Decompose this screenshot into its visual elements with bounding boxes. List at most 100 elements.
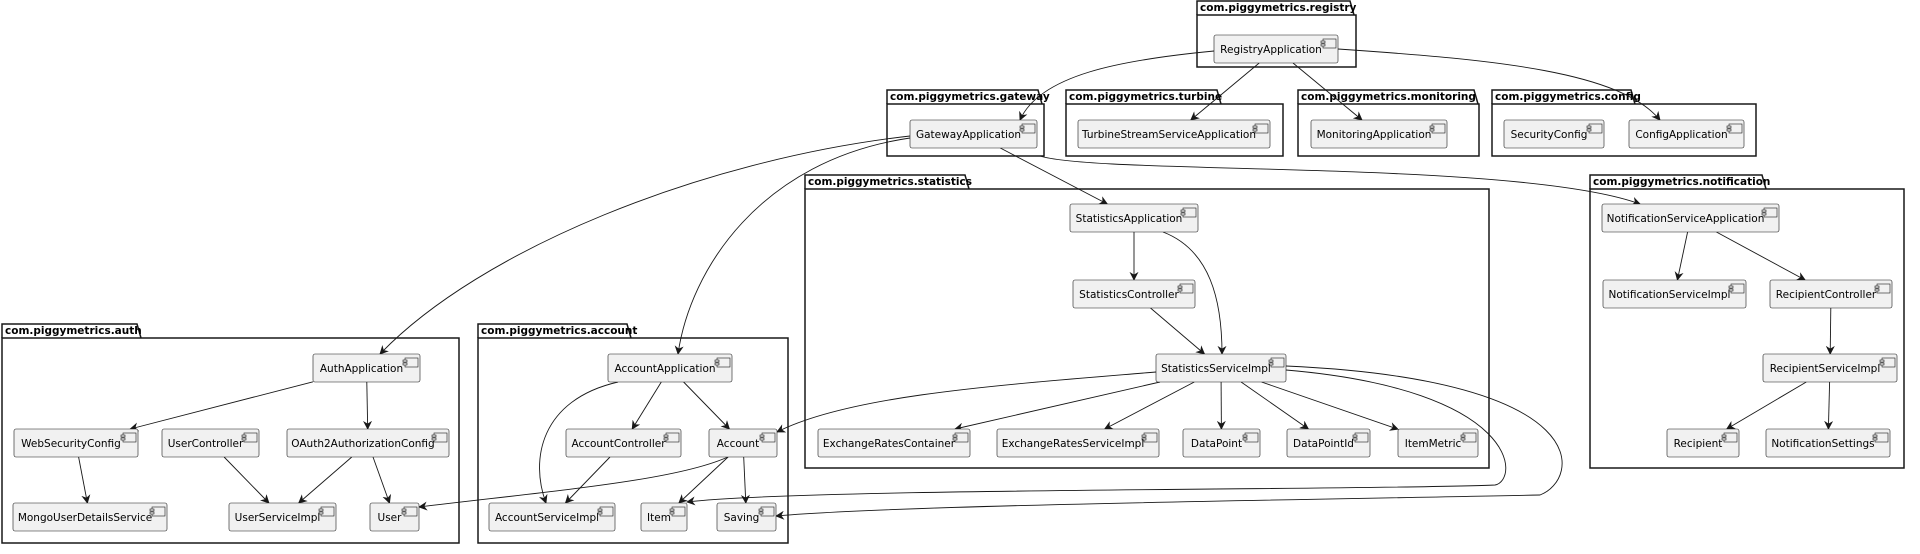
component-icon bbox=[241, 432, 258, 443]
component-box[interactable] bbox=[1769, 279, 1893, 309]
component-WebSecurityConfig[interactable]: WebSecurityConfig bbox=[13, 428, 139, 458]
component-NotificationSettings[interactable]: NotificationSettings bbox=[1765, 428, 1891, 458]
component-SecurityConfig[interactable]: SecurityConfig bbox=[1503, 119, 1605, 149]
dependency-edge-AuthApplication-to-WebSecurityConfig bbox=[129, 381, 314, 432]
component-box[interactable] bbox=[1601, 203, 1780, 233]
dependency-edge-StatisticsServiceImpl-to-Account bbox=[776, 371, 1157, 433]
component-box[interactable] bbox=[1072, 279, 1196, 309]
component-label: MongoUserDetailsService bbox=[18, 512, 152, 524]
component-AuthApplication[interactable]: AuthApplication bbox=[312, 353, 421, 383]
package-label: com.piggymetrics.account bbox=[481, 325, 637, 337]
component-ItemMetric[interactable]: ItemMetric bbox=[1397, 428, 1479, 458]
component-box[interactable] bbox=[1503, 119, 1605, 149]
dependency-edge-StatisticsController-to-StatisticsServiceImpl bbox=[1150, 307, 1206, 355]
component-Saving[interactable]: Saving bbox=[716, 502, 777, 532]
dependency-edge-RegistryApplication-to-MonitoringApplication bbox=[1292, 62, 1363, 121]
component-User[interactable]: User bbox=[369, 502, 420, 532]
component-icon bbox=[758, 506, 775, 517]
dependency-edge-AuthApplication-to-OAuth2AuthorizationConfig bbox=[363, 381, 373, 430]
component-icon bbox=[1586, 123, 1603, 134]
component-icon bbox=[149, 506, 166, 517]
component-UserController[interactable]: UserController bbox=[161, 428, 260, 458]
dependency-edge-GatewayApplication-to-AccountApplication bbox=[674, 137, 911, 355]
component-label: StatisticsServiceImpl bbox=[1161, 363, 1271, 375]
component-box[interactable] bbox=[565, 428, 682, 458]
component-label: NotificationSettings bbox=[1771, 438, 1874, 450]
component-MongoUserDetailsService[interactable]: MongoUserDetailsService bbox=[12, 502, 168, 532]
component-box[interactable] bbox=[1286, 428, 1371, 458]
component-StatisticsServiceImpl[interactable]: StatisticsServiceImpl bbox=[1155, 353, 1287, 383]
component-AccountController[interactable]: AccountController bbox=[565, 428, 682, 458]
component-Item[interactable]: Item bbox=[640, 502, 688, 532]
component-box[interactable] bbox=[12, 502, 168, 532]
component-DataPointId[interactable]: DataPointId bbox=[1286, 428, 1371, 458]
component-ExchangeRatesServiceImpl[interactable]: ExchangeRatesServiceImpl bbox=[996, 428, 1160, 458]
component-StatisticsController[interactable]: StatisticsController bbox=[1072, 279, 1196, 309]
dependency-edge-RegistryApplication-to-GatewayApplication bbox=[1019, 50, 1215, 121]
dependency-edge-AccountApplication-to-AccountServiceImpl bbox=[538, 381, 619, 504]
component-TurbineStreamServiceApplication[interactable]: TurbineStreamServiceApplication bbox=[1077, 119, 1271, 149]
component-box[interactable] bbox=[13, 428, 139, 458]
component-box[interactable] bbox=[1666, 428, 1740, 458]
component-StatisticsApplication[interactable]: StatisticsApplication bbox=[1069, 203, 1199, 233]
component-box[interactable] bbox=[1762, 353, 1898, 383]
component-box[interactable] bbox=[909, 119, 1038, 149]
component-ConfigApplication[interactable]: ConfigApplication bbox=[1628, 119, 1745, 149]
component-AccountServiceImpl[interactable]: AccountServiceImpl bbox=[488, 502, 616, 532]
component-box[interactable] bbox=[1397, 428, 1479, 458]
dependency-edge-StatisticsServiceImpl-to-Item bbox=[686, 369, 1507, 506]
component-OAuth2AuthorizationConfig[interactable]: OAuth2AuthorizationConfig bbox=[286, 428, 450, 458]
component-GatewayApplication[interactable]: GatewayApplication bbox=[909, 119, 1038, 149]
component-box[interactable] bbox=[286, 428, 450, 458]
component-icon bbox=[1429, 123, 1446, 134]
component-box[interactable] bbox=[228, 502, 337, 532]
package-label: com.piggymetrics.statistics bbox=[808, 176, 972, 188]
component-MonitoringApplication[interactable]: MonitoringApplication bbox=[1310, 119, 1448, 149]
component-Account[interactable]: Account bbox=[708, 428, 778, 458]
component-icon bbox=[1252, 123, 1269, 134]
dependency-edge-Account-to-Item bbox=[678, 456, 729, 504]
dependency-edge-Account-to-User bbox=[418, 455, 731, 511]
component-icon bbox=[1320, 38, 1337, 49]
component-icon bbox=[759, 432, 776, 443]
component-box[interactable] bbox=[1213, 34, 1339, 64]
component-box[interactable] bbox=[1765, 428, 1891, 458]
component-box[interactable] bbox=[996, 428, 1160, 458]
component-box[interactable] bbox=[1155, 353, 1287, 383]
dependency-edge-GatewayApplication-to-AuthApplication bbox=[379, 135, 911, 355]
component-AccountApplication[interactable]: AccountApplication bbox=[607, 353, 733, 383]
component-label: UserController bbox=[168, 438, 244, 450]
component-box[interactable] bbox=[1628, 119, 1745, 149]
component-box[interactable] bbox=[312, 353, 421, 383]
component-icon bbox=[402, 357, 419, 368]
component-icon bbox=[1728, 283, 1745, 294]
component-Recipient[interactable]: Recipient bbox=[1666, 428, 1740, 458]
component-box[interactable] bbox=[161, 428, 260, 458]
package-tab bbox=[1589, 174, 1767, 190]
dependency-edge-RecipientServiceImpl-to-Recipient bbox=[1725, 381, 1807, 430]
component-NotificationServiceApplication[interactable]: NotificationServiceApplication bbox=[1601, 203, 1780, 233]
component-box[interactable] bbox=[488, 502, 616, 532]
component-ExchangeRatesContainer[interactable]: ExchangeRatesContainer bbox=[817, 428, 971, 458]
component-box[interactable] bbox=[1182, 428, 1261, 458]
component-label: Account bbox=[717, 438, 759, 450]
component-box[interactable] bbox=[607, 353, 733, 383]
component-box[interactable] bbox=[1602, 279, 1747, 309]
component-icon bbox=[714, 357, 731, 368]
component-box[interactable] bbox=[1310, 119, 1448, 149]
component-box[interactable] bbox=[1069, 203, 1199, 233]
dependency-edge-StatisticsServiceImpl-to-ExchangeRatesServiceImpl bbox=[1103, 381, 1195, 430]
component-RecipientServiceImpl[interactable]: RecipientServiceImpl bbox=[1762, 353, 1898, 383]
component-RecipientController[interactable]: RecipientController bbox=[1769, 279, 1893, 309]
component-NotificationServiceImpl[interactable]: NotificationServiceImpl bbox=[1602, 279, 1747, 309]
package-tab bbox=[477, 323, 632, 339]
component-box[interactable] bbox=[817, 428, 971, 458]
package-tab bbox=[1196, 0, 1355, 16]
package-label: com.piggymetrics.monitoring bbox=[1301, 91, 1476, 103]
component-box[interactable] bbox=[1077, 119, 1271, 149]
package-label: com.piggymetrics.gateway bbox=[890, 91, 1050, 103]
component-DataPoint[interactable]: DataPoint bbox=[1182, 428, 1261, 458]
component-UserServiceImpl[interactable]: UserServiceImpl bbox=[228, 502, 337, 532]
component-RegistryApplication[interactable]: RegistryApplication bbox=[1213, 34, 1339, 64]
